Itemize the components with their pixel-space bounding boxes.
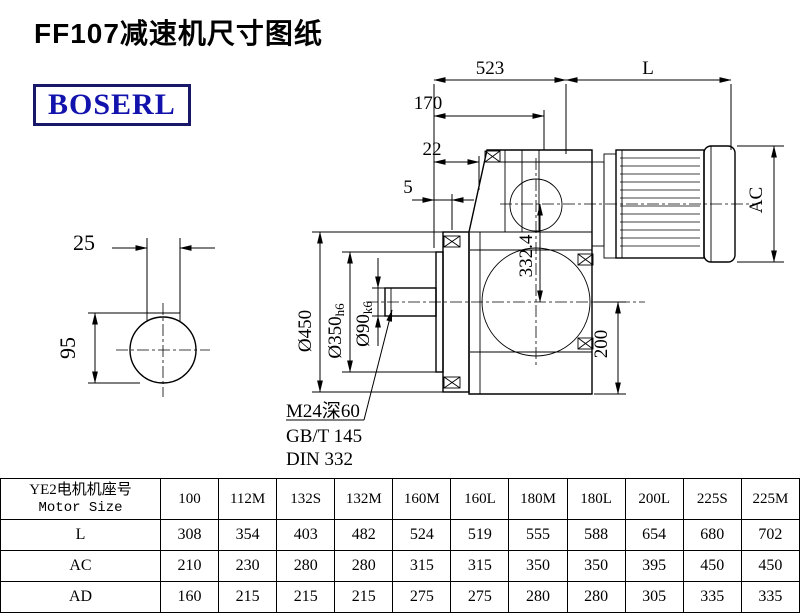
dim-center-height-label: 332.4 [516,234,537,277]
dim-shaft-diameter-label: Ø90k6 [353,301,375,347]
gearbox-details [390,150,592,394]
col-header: 160M [392,478,452,520]
col-header: 112M [218,478,278,520]
dim-foot-height-label: 200 [591,330,612,359]
cell: 588 [566,519,626,551]
cell: 350 [508,550,568,582]
dim-5-label: 5 [403,177,413,198]
dim-overall-length-label: 523 [476,58,505,79]
col-header: 225M [740,478,800,520]
cell: 305 [624,581,684,613]
cell: 280 [276,550,336,582]
col-header: 132M [334,478,394,520]
boserl-logo-text: BOSERL [48,88,176,121]
cell: 315 [392,550,452,582]
cell: 519 [450,519,510,551]
dim-22-label: 22 [423,139,442,160]
cell: 280 [566,581,626,613]
col-header: 180L [566,478,626,520]
cell: 482 [334,519,394,551]
cell: 315 [450,550,510,582]
din-standard-note: DIN 332 [286,449,353,470]
row-label: AC [0,550,161,582]
col-header: 200L [624,478,684,520]
cell: 275 [450,581,510,613]
table-row-L: L 308 354 403 482 524 519 555 588 654 68… [0,519,800,551]
cell: 524 [392,519,452,551]
cell: 280 [508,581,568,613]
cell: 335 [740,581,800,613]
cell: 308 [159,519,220,551]
gearbox-outline [384,149,593,395]
cell: 215 [218,581,278,613]
tap-hole-note: M24深60 [286,400,360,422]
dim-flange-diameter-label: Ø450 [295,310,316,352]
col-header: 160L [450,478,510,520]
dim-key-height-label: 95 [55,337,80,359]
motor-outline [591,145,736,263]
table-row-AC: AC 210 230 280 280 315 315 350 350 395 4… [0,550,800,582]
dim-spigot-diameter-label: Ø350h6 [325,303,347,359]
cell: 354 [218,519,278,551]
cell: 230 [218,550,278,582]
cell: 450 [682,550,742,582]
dim-motor-length-label: L [642,58,654,79]
row-label: AD [0,581,161,613]
table-row-AD: AD 160 215 215 215 275 275 280 280 305 3… [0,581,800,613]
cell: 403 [276,519,336,551]
cell: 215 [334,581,394,613]
col-header: 180M [508,478,568,520]
boserl-logo: BOSERL [33,84,191,126]
cell: 280 [334,550,394,582]
cell: 654 [624,519,684,551]
cell: 702 [740,519,800,551]
row-label: L [0,519,161,551]
cell: 680 [682,519,742,551]
page-title: FF107减速机尺寸图纸 [34,18,323,49]
dimension-table: YE2电机机座号 Motor Size 100 112M 132S 132M 1… [0,478,800,613]
motor-fins [620,157,700,247]
cell: 335 [682,581,742,613]
dimension-lines [88,77,784,421]
col-header: 225S [682,478,742,520]
cell: 350 [566,550,626,582]
cell: 160 [159,581,220,613]
table-header-row: YE2电机机座号 Motor Size 100 112M 132S 132M 1… [0,478,800,520]
bolt-symbols [443,150,594,389]
shaft-end-view [129,312,197,384]
cell: 215 [276,581,336,613]
cell: 450 [740,550,800,582]
motor-size-header: YE2电机机座号 Motor Size [0,478,161,520]
cell: 555 [508,519,568,551]
cell: 210 [159,550,220,582]
dim-170-label: 170 [414,93,443,114]
cell: 395 [624,550,684,582]
dim-key-width-label: 25 [73,230,95,255]
dim-motor-diameter-label: AC [746,187,767,213]
cell: 275 [392,581,452,613]
col-header: 100 [159,478,220,520]
gb-standard-note: GB/T 145 [286,426,362,447]
col-header: 132S [276,478,336,520]
